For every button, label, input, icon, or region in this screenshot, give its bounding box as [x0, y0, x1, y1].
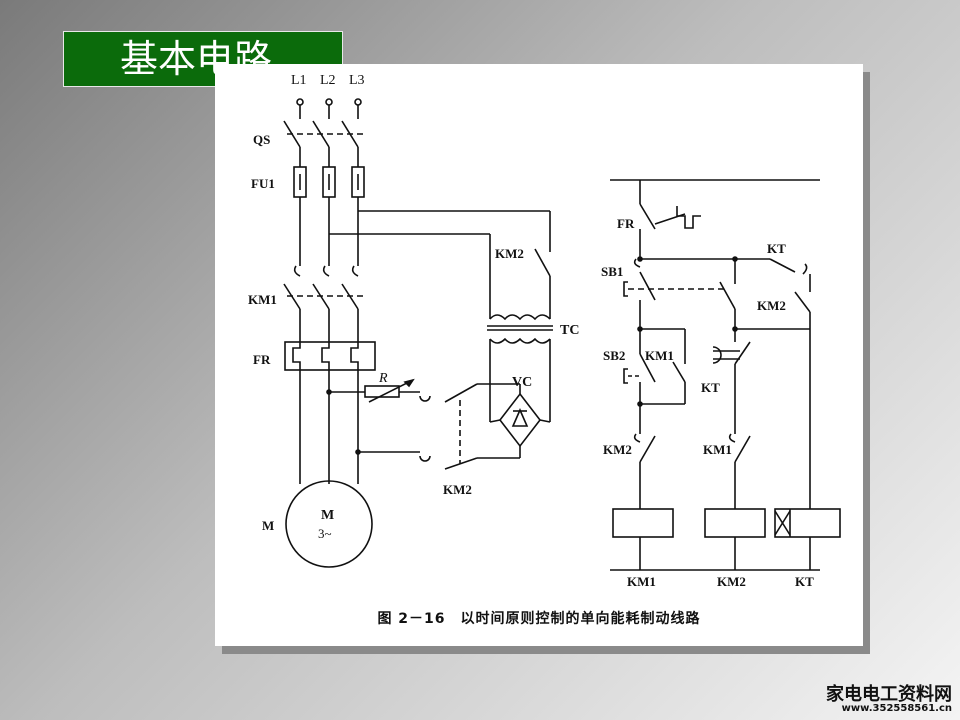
motor-phase: 3~	[318, 526, 332, 541]
label-sb2: SB2	[603, 348, 625, 363]
label-km1-hold: KM1	[645, 348, 674, 363]
motor-symbol: M	[321, 508, 334, 523]
label-coil-kt: KT	[795, 574, 814, 589]
label-km2-top: KM2	[495, 246, 524, 261]
label-km2-bottom: KM2	[443, 482, 472, 497]
label-l1: L1	[291, 73, 307, 88]
circuit-diagram: L1 L2 L3 QS FU1 KM1 FR M M 3~ KM2 TC VC …	[248, 73, 841, 589]
watermark-title: 家电电工资料网	[826, 684, 952, 705]
label-fu1: FU1	[251, 176, 275, 191]
label-km1-interlock: KM1	[703, 442, 732, 457]
label-l2: L2	[320, 73, 336, 88]
label-motor: M	[262, 518, 274, 533]
label-kt-timer: KT	[701, 380, 720, 395]
label-fr-main: FR	[253, 352, 271, 367]
label-coil-km2: KM2	[717, 574, 746, 589]
watermark-url: www.352558561.cn	[841, 703, 952, 714]
label-tc: TC	[560, 323, 579, 338]
slide-title: 基本电路	[63, 31, 343, 87]
label-l3: L3	[349, 73, 365, 88]
label-sb1: SB1	[601, 264, 623, 279]
label-km2-interlock: KM2	[603, 442, 632, 457]
figure-caption: 图 2－16 以时间原则控制的单向能耗制动线路	[377, 611, 701, 627]
diagram-panel: L1 L2 L3 QS FU1 KM1 FR M M 3~ KM2 TC VC …	[215, 64, 863, 646]
label-qs: QS	[253, 132, 270, 147]
label-vc: VC	[512, 375, 532, 390]
label-km2-hold: KM2	[757, 298, 786, 313]
label-resistor: R	[378, 371, 388, 386]
label-fr-ctrl: FR	[617, 216, 635, 231]
label-kt-contact: KT	[767, 241, 786, 256]
label-coil-km1: KM1	[627, 574, 656, 589]
label-km1-main: KM1	[248, 292, 277, 307]
